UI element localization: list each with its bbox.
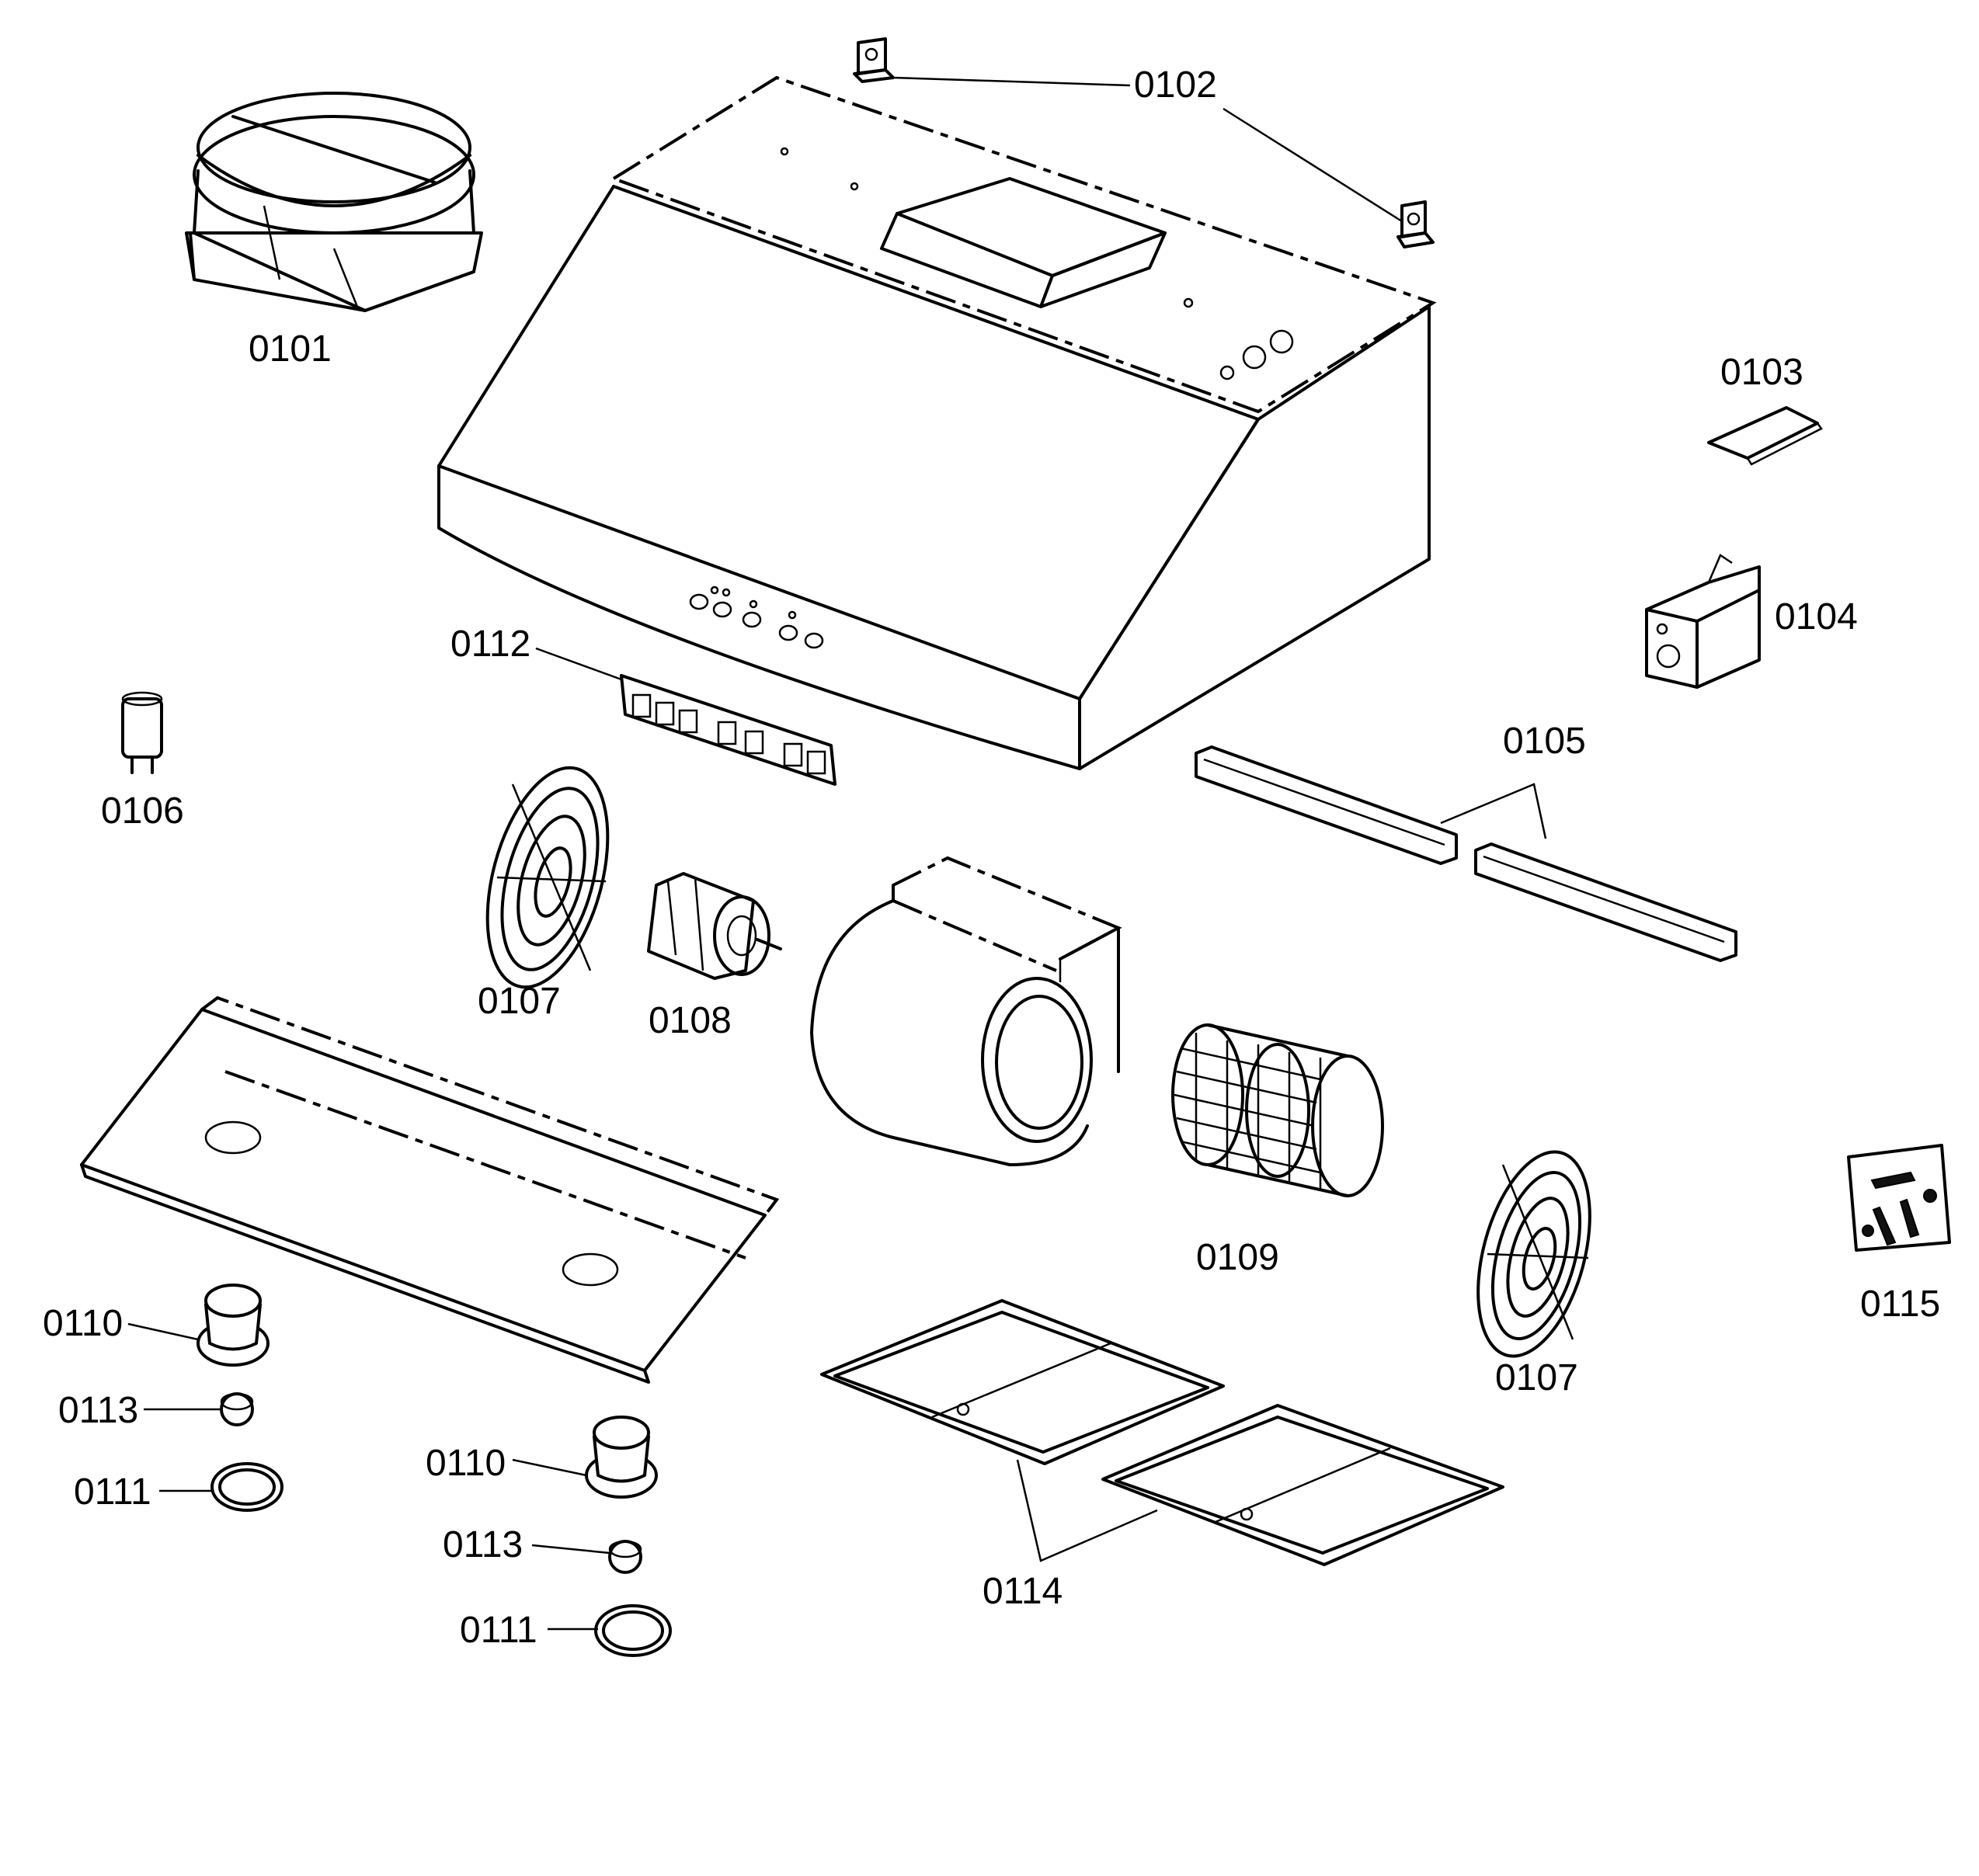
callout-0102: 0102	[1134, 64, 1217, 106]
callout-0108: 0108	[649, 1000, 732, 1041]
part-0111-lens-ring-left	[159, 1462, 283, 1512]
callout-0113-left: 0113	[58, 1390, 138, 1431]
part-0104-junction-box	[1645, 554, 1761, 689]
callout-0112: 0112	[450, 624, 530, 665]
part-0107-inlet-grille-left	[485, 766, 610, 989]
callout-0115: 0115	[1860, 1284, 1940, 1325]
part-0113-bulb-left	[144, 1392, 254, 1426]
callout-0109: 0109	[1196, 1237, 1279, 1278]
part-0105-filter-rails	[1195, 745, 1737, 962]
callout-0104: 0104	[1775, 596, 1858, 637]
callout-0113-center: 0113	[443, 1524, 523, 1565]
callout-0110-left: 0110	[43, 1303, 123, 1344]
part-0115-hardware-bag	[1847, 1144, 1951, 1252]
callout-0110-center: 0110	[426, 1443, 506, 1484]
callout-0114: 0114	[983, 1571, 1063, 1612]
part-0109-blower-wheel	[1171, 1023, 1384, 1197]
callout-0105: 0105	[1503, 721, 1586, 762]
callout-0111-left: 0111	[74, 1471, 151, 1513]
callout-0107-left: 0107	[478, 981, 561, 1022]
part-0113-bulb-center	[531, 1540, 642, 1574]
part-0101-duct-adapter	[185, 92, 483, 312]
part-0102-mounting-brackets	[853, 37, 1435, 248]
part-0106-capacitor	[121, 691, 163, 774]
bottom-plate	[80, 995, 780, 1384]
callout-0107-right: 0107	[1495, 1357, 1578, 1398]
hood-body	[437, 75, 1437, 770]
blower-housing	[810, 856, 1122, 1166]
part-0114-grease-filters	[820, 1299, 1504, 1566]
part-0110-light-housing-left	[127, 1284, 270, 1367]
part-0111-lens-ring-center	[548, 1604, 672, 1657]
part-0103-label-plate	[1707, 406, 1823, 466]
callout-0106: 0106	[101, 790, 184, 832]
callout-0103: 0103	[1720, 352, 1803, 393]
callout-0101: 0101	[249, 328, 332, 370]
part-0110-light-housing-center	[512, 1416, 658, 1499]
callout-0111-center: 0111	[460, 1610, 537, 1651]
part-0107-inlet-grille-right	[1476, 1150, 1591, 1358]
part-0112-control-panel	[535, 647, 836, 786]
part-0108-motor	[647, 872, 782, 980]
